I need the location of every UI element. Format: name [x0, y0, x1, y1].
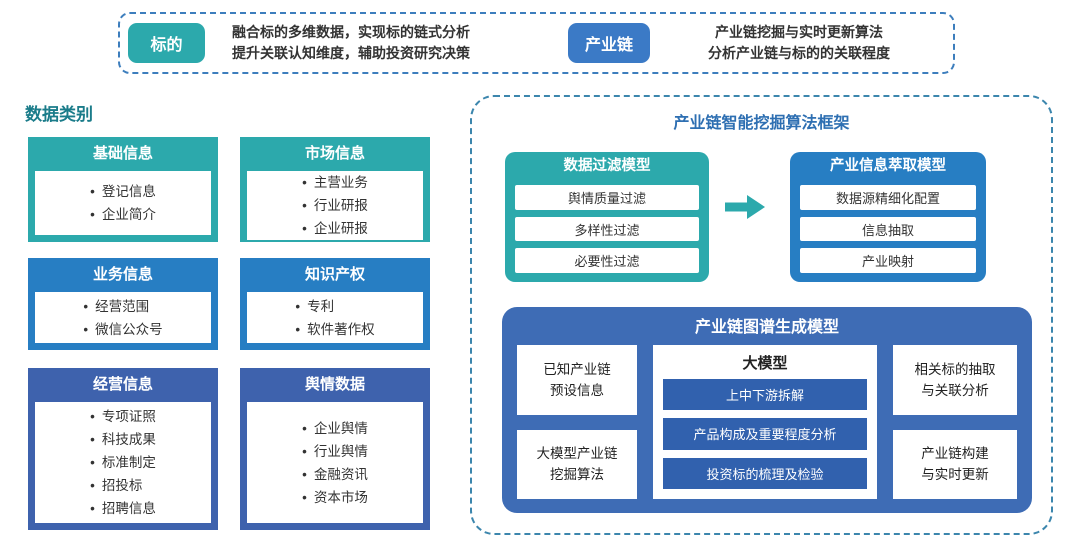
llm-box: 大模型 上中下游拆解 产品构成及重要程度分析 投资标的梳理及检验 — [653, 345, 877, 499]
category-box-title: 基础信息 — [92, 145, 153, 162]
graph-model-title: 产业链图谱生成模型 — [694, 319, 839, 336]
category-item: 资本市场 — [302, 486, 368, 509]
data-filter-model-box: 数据过滤模型 舆情质量过滤 多样性过滤 必要性过滤 — [505, 152, 709, 282]
target-description: 融合标的多维数据，实现标的链式分析 提升关联认知维度，辅助投资研究决策 — [220, 22, 482, 64]
side-box-line1: 相关标的抽取 — [914, 361, 996, 377]
category-box-market-info: 市场信息 主营业务 行业研报 企业研报 — [240, 137, 430, 242]
category-box-title: 业务信息 — [92, 266, 153, 283]
side-box-line2: 预设信息 — [550, 382, 604, 398]
extract-model-title: 产业信息萃取模型 — [830, 158, 946, 174]
category-item: 行业研报 — [302, 194, 368, 217]
filter-model-row: 舆情质量过滤 — [515, 185, 699, 210]
llm-step-row: 上中下游拆解 — [663, 379, 867, 411]
graph-model-content: 已知产业链 预设信息 大模型产业链 挖掘算法 大模型 上中下游拆解 产品构成及重… — [502, 345, 1032, 513]
category-item: 招聘信息 — [90, 497, 156, 520]
chain-build-update-box: 产业链构建 与实时更新 — [893, 429, 1017, 499]
category-item: 经营范围 — [83, 295, 162, 318]
side-box-line1: 已知产业链 — [543, 361, 611, 377]
industry-chain-description-line2: 分析产业链与标的的关联程度 — [708, 45, 890, 61]
category-item: 招投标 — [90, 474, 156, 497]
category-item: 企业简介 — [90, 203, 156, 226]
known-chain-preset-box: 已知产业链 预设信息 — [517, 345, 637, 415]
side-box-line2: 挖掘算法 — [550, 467, 604, 483]
category-box-title: 市场信息 — [304, 145, 365, 162]
category-box-title: 经营信息 — [92, 376, 153, 393]
llm-step-row: 投资标的梳理及检验 — [663, 457, 867, 489]
llm-steps: 上中下游拆解 产品构成及重要程度分析 投资标的梳理及检验 — [653, 379, 877, 499]
category-item: 金融资讯 — [302, 463, 368, 486]
industry-chain-description: 产业链挖掘与实时更新算法 分析产业链与标的的关联程度 — [670, 22, 928, 64]
extract-model-row: 信息抽取 — [800, 216, 976, 242]
category-item: 科技成果 — [90, 428, 156, 451]
category-box-body: 经营范围 微信公众号 — [35, 292, 211, 343]
industry-chain-description-line1: 产业链挖掘与实时更新算法 — [715, 24, 883, 40]
industry-chain-tag: 产业链 — [568, 23, 650, 63]
category-box-body: 企业舆情 行业舆情 金融资讯 资本市场 — [247, 402, 423, 523]
category-box-business-info: 业务信息 经营范围 微信公众号 — [28, 258, 218, 350]
category-box-operation-info: 经营信息 专项证照 科技成果 标准制定 招投标 招聘信息 — [28, 368, 218, 530]
category-box-title: 知识产权 — [304, 266, 365, 283]
category-box-body: 专项证照 科技成果 标准制定 招投标 招聘信息 — [35, 402, 211, 523]
category-item: 软件著作权 — [295, 318, 375, 341]
category-box-basic-info: 基础信息 登记信息 企业简介 — [28, 137, 218, 242]
llm-chain-mining-box: 大模型产业链 挖掘算法 — [517, 429, 637, 499]
category-box-intellectual-property: 知识产权 专利 软件著作权 — [240, 258, 430, 350]
category-item: 专项证照 — [90, 405, 156, 428]
category-item: 企业研报 — [302, 217, 368, 240]
side-box-line2: 与实时更新 — [921, 467, 989, 483]
target-tag: 标的 — [128, 23, 205, 63]
side-box-line1: 大模型产业链 — [536, 446, 618, 462]
category-box-title: 舆情数据 — [304, 376, 365, 393]
target-description-line2: 提升关联认知维度，辅助投资研究决策 — [232, 45, 470, 61]
category-box-body: 主营业务 行业研报 企业研报 — [247, 171, 423, 240]
category-item: 行业舆情 — [302, 440, 368, 463]
filter-model-title: 数据过滤模型 — [563, 158, 651, 174]
filter-model-row: 必要性过滤 — [515, 248, 699, 274]
category-item: 主营业务 — [302, 171, 368, 194]
data-categories-title: 数据类别 — [25, 105, 93, 124]
related-target-extract-box: 相关标的抽取 与关联分析 — [893, 345, 1017, 415]
target-description-line1: 融合标的多维数据，实现标的链式分析 — [232, 24, 470, 40]
graph-right-column: 相关标的抽取 与关联分析 产业链构建 与实时更新 — [893, 345, 1017, 499]
category-item: 专利 — [295, 295, 374, 318]
extract-model-row: 产业映射 — [800, 248, 976, 274]
framework-panel: 产业链智能挖掘算法框架 数据过滤模型 舆情质量过滤 多样性过滤 必要性过滤 产业… — [470, 95, 1053, 535]
category-item: 登记信息 — [90, 180, 156, 203]
category-box-body: 登记信息 企业简介 — [35, 171, 211, 235]
legend-banner: 标的 融合标的多维数据，实现标的链式分析 提升关联认知维度，辅助投资研究决策 产… — [118, 12, 955, 74]
extract-model-row: 数据源精细化配置 — [800, 185, 976, 210]
category-box-body: 专利 软件著作权 — [247, 292, 423, 343]
chain-graph-model-box: 产业链图谱生成模型 已知产业链 预设信息 大模型产业链 挖掘算法 大模型 上中 — [502, 307, 1032, 513]
filter-model-row: 多样性过滤 — [515, 216, 699, 242]
framework-title: 产业链智能挖掘算法框架 — [673, 115, 850, 132]
llm-title: 大模型 — [742, 355, 788, 372]
llm-step-row: 产品构成及重要程度分析 — [663, 418, 867, 450]
side-box-line2: 与关联分析 — [921, 382, 989, 398]
category-item: 微信公众号 — [83, 318, 163, 341]
graph-left-column: 已知产业链 预设信息 大模型产业链 挖掘算法 — [517, 345, 637, 499]
category-box-sentiment-data: 舆情数据 企业舆情 行业舆情 金融资讯 资本市场 — [240, 368, 430, 530]
category-item: 企业舆情 — [302, 417, 368, 440]
category-item: 标准制定 — [90, 451, 156, 474]
side-box-line1: 产业链构建 — [921, 446, 989, 462]
industry-info-extract-model-box: 产业信息萃取模型 数据源精细化配置 信息抽取 产业映射 — [790, 152, 986, 282]
arrow-right-icon — [725, 195, 765, 219]
